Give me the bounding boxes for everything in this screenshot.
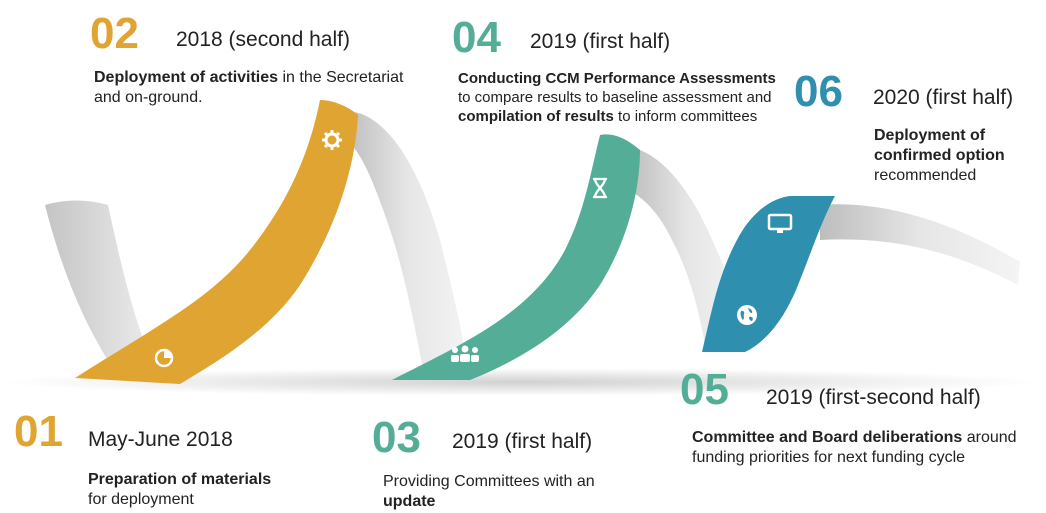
gear-icon	[320, 128, 344, 152]
step-period: 2018 (second half)	[176, 28, 350, 51]
orange-ribbon	[75, 100, 358, 384]
gray-segment-1	[45, 200, 160, 378]
gray-segment-2	[345, 112, 470, 378]
gray-segment-4	[820, 204, 1020, 285]
hourglass-icon	[588, 176, 612, 200]
globe-icon	[734, 302, 760, 328]
step-number: 04	[452, 13, 501, 62]
pie-chart-icon	[152, 346, 176, 370]
step-period: 2019 (first half)	[530, 30, 671, 53]
step-number: 06	[794, 67, 843, 116]
floor-shadow	[0, 368, 1040, 396]
step-description: Conducting CCM Performance Assessments t…	[458, 70, 776, 125]
step-period: 2020 (first half)	[873, 86, 1014, 109]
step-number: 05	[680, 365, 729, 414]
people-icon	[448, 344, 482, 366]
blue-ribbon	[702, 196, 835, 352]
step-description: Deployment of confirmed option recommend…	[874, 127, 1005, 184]
step-number: 03	[372, 413, 421, 462]
step-description: Providing Committees with an update	[383, 473, 595, 510]
step-description: Committee and Board deliberations around…	[692, 429, 1017, 466]
step-period: 2019 (first half)	[452, 430, 593, 453]
step-description: Deployment of activities in the Secretar…	[94, 69, 404, 106]
step-period: May-June 2018	[88, 428, 233, 451]
teal-ribbon	[392, 134, 640, 380]
step-number: 01	[14, 407, 63, 456]
step-number: 02	[90, 9, 139, 58]
step-period: 2019 (first-second half)	[766, 386, 981, 409]
monitor-icon	[767, 212, 793, 236]
